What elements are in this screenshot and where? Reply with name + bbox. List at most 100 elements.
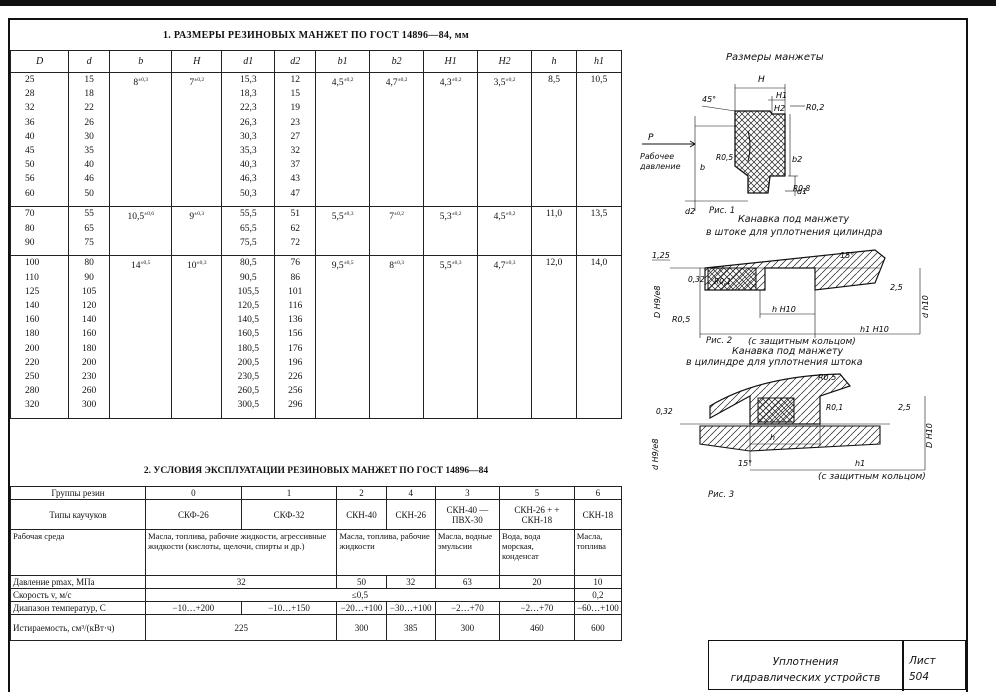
value-cell: 18,3 bbox=[239, 89, 257, 100]
header-cell: d1 bbox=[221, 50, 276, 73]
spacer-cell bbox=[68, 412, 111, 419]
value-cell: 75,5 bbox=[239, 237, 257, 248]
value-cell: 30 bbox=[84, 131, 94, 142]
wear-cell: 385 bbox=[385, 614, 436, 641]
value-cell: 40 bbox=[84, 160, 94, 171]
row-groups-label: Группы резин bbox=[10, 486, 146, 500]
value-cell: 70 bbox=[25, 209, 35, 220]
spacer-cell bbox=[575, 412, 623, 419]
column-b: 8±0,3 bbox=[109, 72, 173, 201]
header-cell: b bbox=[109, 50, 173, 73]
value-cell: 180 bbox=[82, 343, 97, 354]
value-cell: 256 bbox=[288, 386, 303, 397]
spacer-row bbox=[9, 249, 623, 256]
table1-title: 1. РАЗМЕРЫ РЕЗИНОВЫХ МАНЖЕТ ПО ГОСТ 1489… bbox=[163, 30, 469, 41]
spacer-cell bbox=[109, 200, 173, 207]
value-cell: 140 bbox=[82, 315, 97, 326]
tolerance: ±0,2 bbox=[505, 77, 516, 83]
value-cell: 55,5 bbox=[239, 209, 257, 220]
value-cell: 160 bbox=[25, 315, 40, 326]
cuff-drawing: H H1 H2 45° R0,2 R0,5 R0,8 b b2 d1 d2 P bbox=[642, 75, 824, 216]
temp-cell: −2…+70 bbox=[434, 601, 501, 615]
group-cell: 4 bbox=[385, 486, 436, 500]
tolerance: ±0,2 bbox=[451, 77, 462, 83]
value-cell: 40 bbox=[25, 131, 35, 142]
spacer-cell bbox=[221, 200, 276, 207]
temp-cell: −30…+100 bbox=[385, 601, 436, 615]
dim-125: 1,25 bbox=[652, 251, 670, 260]
value-cell: 5,5 bbox=[439, 261, 452, 272]
value-cell: 86 bbox=[290, 272, 301, 283]
dim-d1: d1 bbox=[797, 187, 807, 196]
column-b: 14±0,5 bbox=[109, 255, 173, 413]
spacer-cell bbox=[9, 249, 70, 256]
value-cell: 5,5 bbox=[331, 212, 344, 223]
spacer-row bbox=[9, 412, 623, 419]
value-cell: 15 bbox=[84, 75, 94, 85]
type-cell: СКН-18 bbox=[573, 499, 623, 530]
tolerance: ±0,2 bbox=[505, 211, 516, 218]
sheet-info: Лист 504 bbox=[909, 653, 936, 685]
sheet-label: Лист bbox=[909, 655, 936, 667]
value-cell: 180 bbox=[25, 329, 40, 340]
value-cell: 136 bbox=[288, 315, 303, 326]
speed-cell: ≤0,5 bbox=[145, 588, 575, 602]
value-cell: 56 bbox=[25, 174, 35, 185]
value-cell: 160,5 bbox=[237, 329, 259, 340]
value-cell: 10,5 bbox=[127, 212, 145, 223]
type-cell: СКФ-26 bbox=[145, 499, 242, 530]
column-b1: 5,5±0,3 bbox=[315, 206, 371, 250]
env-cell: Масла, топлива, рабочие жидкости bbox=[336, 529, 436, 576]
type-cell: СКН-26 bbox=[385, 499, 436, 530]
value-cell: 105 bbox=[82, 286, 97, 297]
value-cell: 80,5 bbox=[239, 258, 257, 269]
type-cell: СКН-40 bbox=[336, 499, 387, 530]
header-cell: H2 bbox=[477, 50, 533, 73]
column-h: 11,0 bbox=[531, 206, 577, 250]
value-cell: 28 bbox=[25, 89, 35, 100]
value-cell: 46,3 bbox=[239, 174, 257, 185]
fig2-note-ring: (с защитным кольцом) bbox=[748, 337, 856, 347]
column-h2: 4,5±0,2 bbox=[477, 206, 533, 250]
tolerance: ±0,3 bbox=[343, 211, 354, 218]
tolerance: ±0,2 bbox=[194, 77, 205, 83]
value-cell: 110 bbox=[25, 272, 39, 283]
value-cell: 46 bbox=[84, 174, 94, 185]
tolerance: ±0,3 bbox=[194, 211, 205, 218]
spacer-cell bbox=[477, 249, 533, 256]
dim-15deg: 15° bbox=[840, 251, 854, 260]
column-b2: 8±0,3 bbox=[369, 255, 425, 413]
column-b2: 7±0,2 bbox=[369, 206, 425, 250]
dim-b2: b2 bbox=[792, 155, 802, 164]
dim-r02: R0,2 bbox=[806, 103, 824, 112]
value-cell: 60 bbox=[25, 188, 35, 199]
value-cell: 296 bbox=[288, 400, 303, 411]
value-cell: 180,5 bbox=[237, 343, 259, 354]
pressure-cell: 32 bbox=[144, 575, 338, 589]
value-cell: 62 bbox=[290, 223, 301, 234]
value-cell: 76 bbox=[290, 258, 301, 269]
row-temp: Диапазон температур, С −10…+200 −10…+150… bbox=[10, 601, 623, 615]
dim-h-H10: h H10 bbox=[772, 305, 796, 314]
value-cell: 4,5 bbox=[331, 78, 344, 88]
row-speed-label: Скорость v, м/с bbox=[10, 588, 146, 602]
operating-conditions-table: Группы резин 0 1 2 4 3 5 6 Типы каучуков… bbox=[10, 486, 623, 641]
value-cell: 50,3 bbox=[239, 188, 257, 199]
value-cell: 75 bbox=[84, 237, 94, 248]
title-block-name-line2: гидравлических устройств bbox=[730, 672, 881, 684]
value-cell: 23 bbox=[290, 117, 301, 128]
value-cell: 25 bbox=[25, 75, 35, 85]
wear-cell: 225 bbox=[144, 614, 338, 641]
value-cell: 8 bbox=[389, 261, 395, 272]
column-h2: 4,7±0,3 bbox=[477, 255, 533, 413]
value-cell: 19 bbox=[290, 103, 301, 114]
value-cell: 15,3 bbox=[239, 75, 257, 85]
pressure-cell: 32 bbox=[385, 575, 436, 589]
column-h1: 5,5±0,3 bbox=[423, 255, 479, 413]
